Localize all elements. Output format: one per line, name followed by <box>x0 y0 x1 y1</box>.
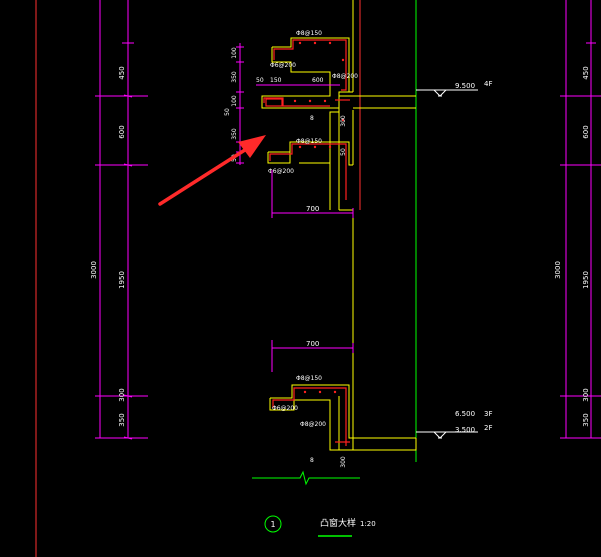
upper-tie-rebar-label: Φ6@200 <box>270 62 296 69</box>
upper-dim-600-label: 600 <box>312 77 324 84</box>
upper-dim-50-label: 50 <box>256 77 264 84</box>
elev-9500: 9.500 <box>455 82 475 90</box>
upper-top-rebar-label: Φ8@150 <box>296 30 322 37</box>
right-dim-600: 600 <box>582 125 590 138</box>
left-dimension-chain <box>95 0 148 440</box>
upper-dim-350a: 350 <box>231 71 238 83</box>
level-lines <box>416 89 478 439</box>
lower-slab-rebar-label: Φ8@200 <box>300 421 326 428</box>
right-dim-300: 300 <box>582 388 590 401</box>
lower-tie-rebar-label: Φ6@200 <box>272 405 298 412</box>
ground-break-line <box>252 470 360 486</box>
red-arrow-annotation <box>158 135 266 206</box>
left-dim-300: 300 <box>118 388 126 401</box>
lower-width-700: 700 <box>306 340 319 348</box>
upper-dim-100b: 100 <box>231 95 238 107</box>
right-dim-1950: 1950 <box>582 271 590 289</box>
right-dim-450: 450 <box>582 66 590 79</box>
right-dimension-chain <box>560 0 601 439</box>
elev-6500: 6.500 <box>455 410 475 418</box>
upper-dim-100a: 100 <box>231 47 238 59</box>
detail-number-circle <box>264 515 282 533</box>
upper-wall-50: 50 <box>340 148 347 156</box>
drawing-title: 凸窗大样 <box>320 517 356 529</box>
width-dims <box>271 170 354 372</box>
upper-slab-rebar-label: Φ8@200 <box>332 73 358 80</box>
right-dim-total: 3000 <box>554 261 562 279</box>
lower-top-rebar-label: Φ8@150 <box>296 375 322 382</box>
upper-mid-rebar-label: Φ8@150 <box>296 138 322 145</box>
floor-3f: 3F <box>484 410 492 418</box>
drawing-scale: 1:20 <box>360 520 376 528</box>
upper-rebar-dots <box>293 41 345 149</box>
floor-4f: 4F <box>484 80 492 88</box>
upper-dim-50a: 50 <box>224 108 231 116</box>
left-dim-450: 450 <box>118 66 126 79</box>
upper-mid-tie-label: Φ6@200 <box>268 168 294 175</box>
floor-2f: 2F <box>484 424 492 432</box>
upper-window-concrete <box>261 37 353 211</box>
lower-wall-300: 300 <box>340 456 347 468</box>
upper-dim-350b: 350 <box>231 128 238 140</box>
left-dim-600: 600 <box>118 125 126 138</box>
upper-window-rebar <box>263 39 350 200</box>
detail-number: 1 <box>270 520 275 529</box>
left-dim-350: 350 <box>118 413 126 426</box>
upper-wall-300: 300 <box>340 115 347 127</box>
lower-window-rebar <box>272 387 350 446</box>
elev-3500: 3.500 <box>455 426 475 434</box>
upper-dim-150-label: 150 <box>270 77 282 84</box>
lower-small-label: 8 <box>310 457 314 464</box>
upper-width-700: 700 <box>306 205 319 213</box>
left-dim-total: 3000 <box>90 261 98 279</box>
upper-small-label: 8 <box>310 115 314 122</box>
right-dim-350: 350 <box>582 413 590 426</box>
left-dim-1950: 1950 <box>118 271 126 289</box>
lower-rebar-dots <box>303 390 337 394</box>
